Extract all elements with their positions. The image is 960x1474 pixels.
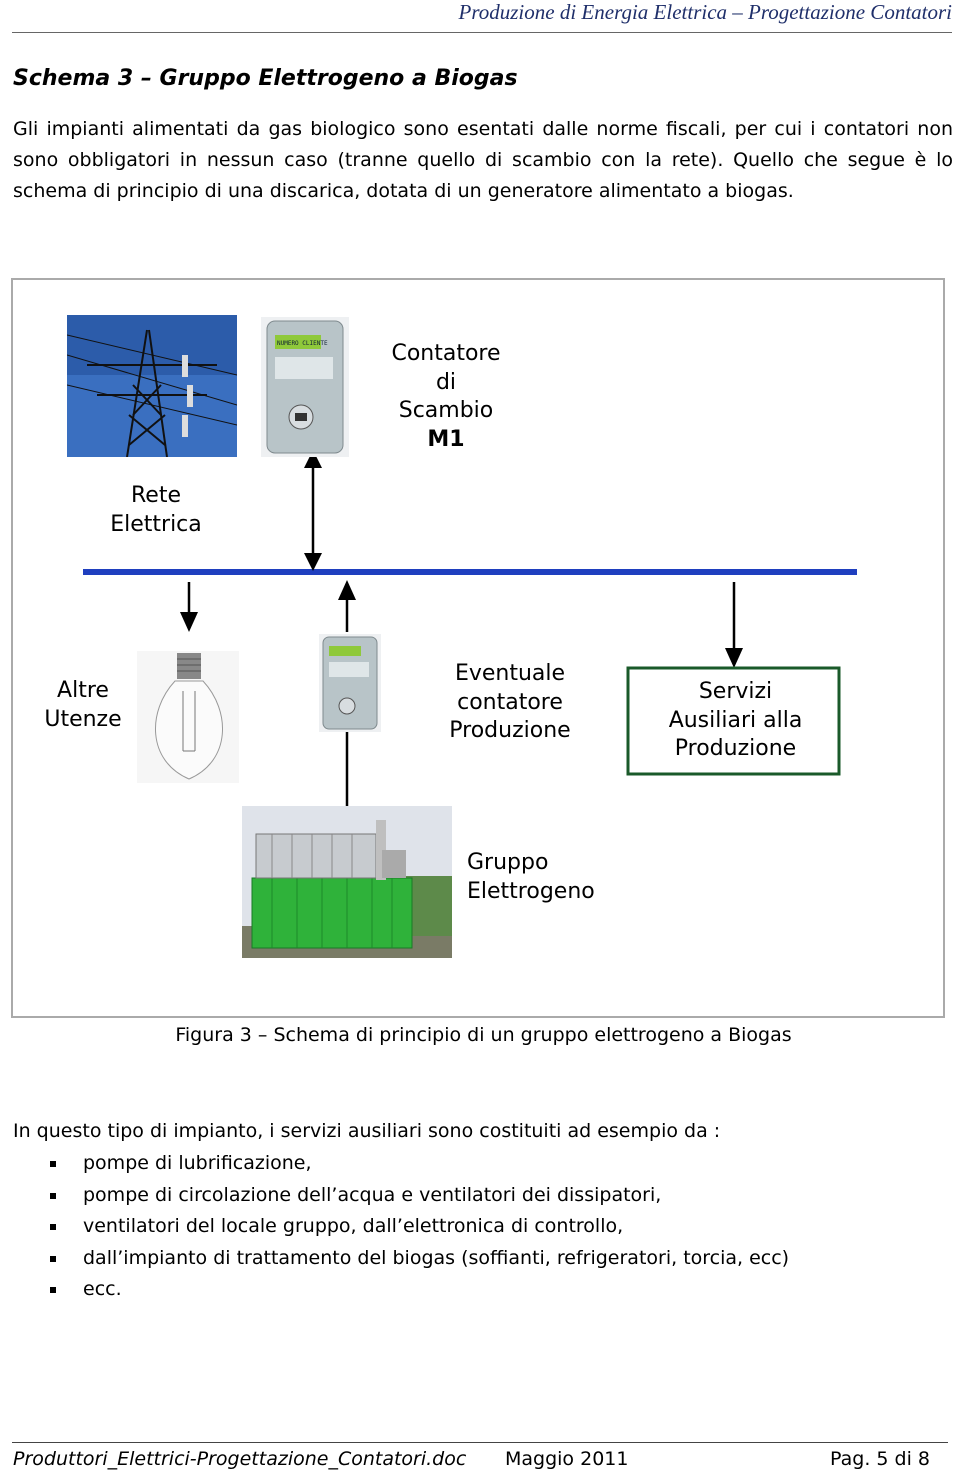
pylon-photo — [67, 315, 237, 457]
bullet-list: pompe di lubrificazione, pompe di circol… — [50, 1148, 789, 1306]
servizi-box — [626, 666, 841, 776]
altre-utenze-label: Altre Utenze — [44, 678, 122, 732]
running-header: Produzione di Energia Elettrica – Proget… — [458, 0, 952, 24]
rete-elettrica-label: Rete Elettrica — [110, 483, 202, 537]
body-lead: In questo tipo di impianto, i servizi au… — [13, 1120, 721, 1142]
servizi-ausiliari-label: Servizi Ausiliari alla Produzione — [668, 679, 803, 761]
footer-page-number: Pag. 5 di 8 — [830, 1448, 930, 1470]
figure-caption: Figura 3 – Schema di principio di un gru… — [175, 1024, 792, 1046]
meter-m1-photo: NUMERO CLIENTE — [261, 317, 349, 457]
meter-produzione-photo — [319, 634, 381, 732]
gruppo-elettrogeno-label: Gruppo Elettrogeno — [467, 850, 595, 904]
footer-divider — [12, 1442, 948, 1443]
list-item: ecc. — [50, 1274, 789, 1306]
list-item: pompe di lubrificazione, — [50, 1148, 789, 1180]
meter-m1-display: NUMERO CLIENTE — [277, 340, 328, 347]
light-bulb-photo — [137, 651, 239, 783]
footer-date: Maggio 2011 — [505, 1448, 629, 1470]
section-title: Schema 3 – Gruppo Elettrogeno a Biogas — [13, 66, 518, 91]
list-item: pompe di circolazione dell’acqua e venti… — [50, 1180, 789, 1212]
list-item: dall’impianto di trattamento del biogas … — [50, 1243, 789, 1275]
intro-paragraph: Gli impianti alimentati da gas biologico… — [13, 118, 953, 202]
diagram-lines — [83, 450, 857, 806]
contatore-scambio-label: Contatore di Scambio M1 — [391, 341, 501, 452]
schema-diagram: NUMERO CLIENTE Contatore di Scambio M1 R… — [11, 278, 945, 1018]
list-item: ventilatori del locale gruppo, dall’elet… — [50, 1211, 789, 1243]
header-divider — [12, 32, 952, 33]
gruppo-elettrogeno-photo — [242, 806, 452, 958]
footer-filename: Produttori_Elettrici-Progettazione_Conta… — [13, 1448, 467, 1470]
contatore-produzione-label: Eventuale contatore Produzione — [449, 661, 571, 743]
